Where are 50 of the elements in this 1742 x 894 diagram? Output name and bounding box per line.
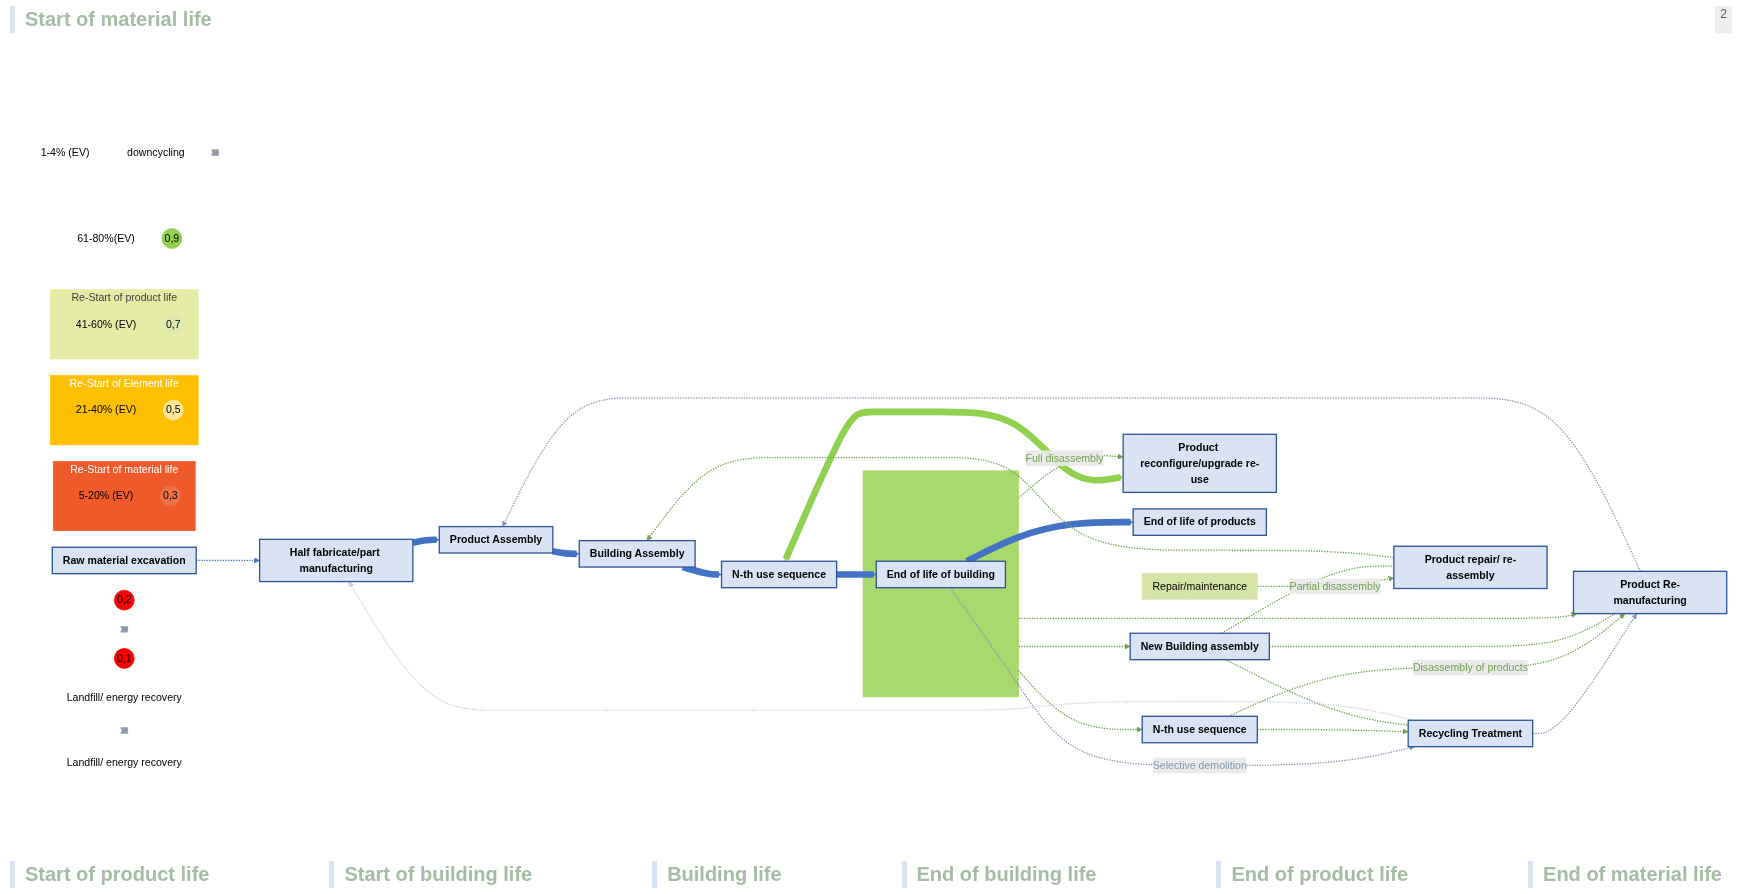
cluster: [862, 470, 1019, 698]
arrow: [949, 587, 1415, 767]
node-circle: 0,2: [113, 589, 135, 611]
node-circle: 0,5: [163, 399, 184, 421]
edge-label: Partial disassembly: [1289, 580, 1381, 592]
node-label: 1-4% (EV): [40, 146, 90, 158]
node-box: Building Assembly: [578, 539, 696, 568]
arrow: [1017, 612, 1578, 620]
node-box: End of life of products: [1132, 508, 1268, 536]
node-box: N-th use sequence: [1141, 715, 1258, 744]
node-box: N-th use sequence: [720, 560, 838, 589]
node-label: 61-80%(EV): [77, 232, 135, 244]
node-box: Product reconfigure/upgrade re-use: [1122, 433, 1278, 494]
node-label: 5-20% (EV): [78, 490, 134, 502]
node-box: Recycling Treatment: [1407, 719, 1534, 748]
phase-label: Start of material life: [10, 6, 222, 33]
node-label: downcycling: [127, 146, 185, 158]
node-box: Product repair/ re-assembly: [1393, 545, 1548, 590]
phase-label: Building life: [652, 861, 792, 888]
node-box: Product Assembly: [438, 525, 554, 554]
edge-label: Full disassembly: [1025, 452, 1104, 464]
arrow: [1532, 613, 1637, 735]
page-number: 2: [1715, 6, 1732, 33]
node-box: Half fabricate/part manufacturing: [258, 538, 414, 583]
phase-label: End of material life: [1528, 861, 1732, 888]
arrow: [1017, 669, 1143, 733]
node-text: Landfill/ energy recovery: [66, 692, 182, 704]
node-box: Repair/maintenance: [1141, 572, 1258, 600]
node-circle: 0,9: [161, 228, 183, 249]
phase-label: End of product life: [1216, 861, 1419, 888]
edge-label: Selective demolition: [1152, 759, 1247, 771]
node-text: Landfill/ energy recovery: [66, 756, 182, 769]
arrow: [502, 397, 1641, 572]
node-box: Product Re-manufacturing: [1572, 570, 1728, 615]
phase-label: Start of product life: [10, 861, 220, 888]
connector: [1225, 659, 1409, 726]
node-circle: 0,3: [160, 485, 181, 507]
arrow: [411, 536, 440, 547]
node-box: End of life of building: [875, 560, 1007, 589]
node-label: 21-40% (EV): [75, 404, 137, 416]
edge-label: Disassembly of products: [1412, 661, 1529, 673]
node-box: Raw material excavation: [51, 546, 197, 575]
phase-label: End of building life: [901, 861, 1107, 888]
arrow: [1228, 613, 1626, 717]
node-box: New Building assembly: [1129, 632, 1270, 661]
phase-label: Start of building life: [329, 861, 543, 888]
arrow: [1017, 643, 1131, 650]
node-label: 41-60% (EV): [75, 318, 137, 330]
node-circle: 0,1: [113, 648, 135, 669]
arrow: [551, 547, 580, 558]
